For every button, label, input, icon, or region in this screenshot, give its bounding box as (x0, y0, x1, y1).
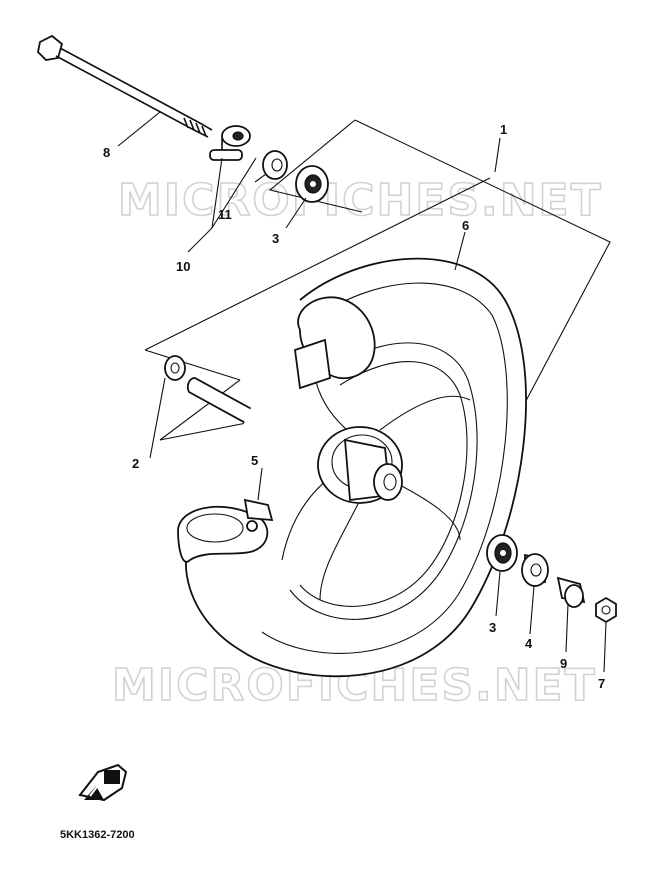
callout-3-lower: 3 (489, 620, 496, 635)
callout-1: 1 (500, 122, 507, 137)
leader-lines (117, 111, 607, 673)
callout-11: 11 (218, 207, 232, 222)
arrow-hand-icon (78, 763, 128, 802)
spacer-ring (521, 553, 549, 587)
assembly-bracket (144, 119, 611, 451)
callout-9: 9 (560, 656, 567, 671)
callout-6: 6 (462, 218, 469, 233)
callout-8: 8 (103, 145, 110, 160)
washer (262, 150, 288, 180)
callout-5: 5 (251, 453, 258, 468)
axle-nut (595, 596, 617, 624)
bearing-upper (295, 165, 329, 203)
callout-3-upper: 3 (272, 231, 279, 246)
callout-7: 7 (598, 676, 605, 691)
speedometer-gear-unit (209, 125, 251, 161)
collar (556, 576, 586, 608)
axle-bolt (37, 34, 213, 138)
diagram-code: 5KK1362-7200 (60, 829, 135, 841)
bearing-lower (486, 534, 518, 572)
watermark-top: MICROFICHES.NET (118, 175, 603, 226)
callout-2: 2 (132, 456, 139, 471)
wheel-assembly (177, 257, 527, 678)
callout-4: 4 (525, 636, 533, 651)
callout-10: 10 (176, 259, 190, 274)
